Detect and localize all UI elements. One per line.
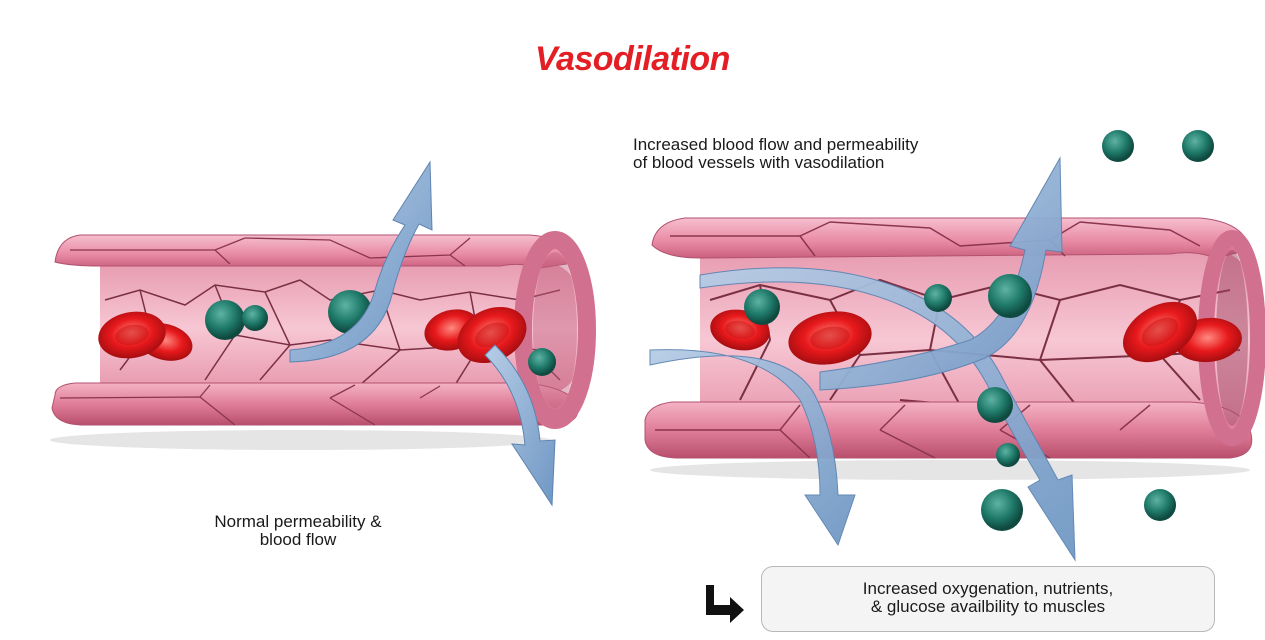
caption-line: Normal permeability & [168, 513, 428, 531]
result-text: Increased oxygenation, nutrients, & gluc… [762, 567, 1214, 616]
normal-permeability-caption: Normal permeability & blood flow [168, 513, 428, 549]
result-line: & glucose availbility to muscles [762, 598, 1214, 616]
increased-permeability-caption: Increased blood flow and permeability of… [633, 136, 1053, 172]
normal-blood-vessel [50, 162, 587, 505]
caption-line: of blood vessels with vasodilation [633, 154, 1053, 172]
result-box: Increased oxygenation, nutrients, & gluc… [761, 566, 1215, 632]
right-turn-arrow-icon [700, 583, 746, 623]
result-line: Increased oxygenation, nutrients, [762, 580, 1214, 598]
caption-line: Increased blood flow and permeability [633, 136, 1053, 154]
caption-line: blood flow [168, 531, 428, 549]
dilated-blood-vessel [645, 130, 1262, 560]
